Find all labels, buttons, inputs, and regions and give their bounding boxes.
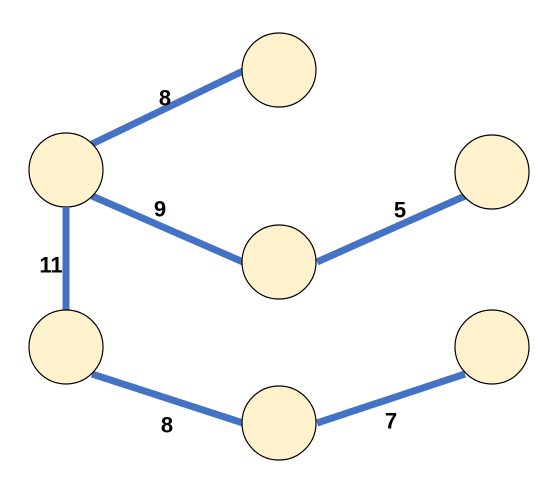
edge-n3-n4 <box>315 192 467 266</box>
edge-weight-label: 8 <box>161 413 173 438</box>
graph-node-n6 <box>241 385 317 461</box>
edge-n2-n3 <box>90 192 245 266</box>
edge-n5-n6 <box>90 370 245 427</box>
edge-weight-label: 7 <box>385 409 397 434</box>
edge-n1-n2 <box>90 67 245 148</box>
labels-layer: 8 9 5 11 8 7 <box>39 86 406 438</box>
graph-node-n7 <box>454 309 530 385</box>
graph-node-n3 <box>241 224 317 300</box>
edge-weight-label: 9 <box>154 197 166 222</box>
edge-n6-n7 <box>315 370 467 427</box>
graph-node-n1 <box>241 32 317 108</box>
edge-weight-label: 8 <box>159 86 171 111</box>
edges-layer <box>62 67 467 427</box>
edge-weight-label: 5 <box>394 198 406 223</box>
nodes-layer <box>28 32 530 461</box>
graph-node-n5 <box>28 309 104 385</box>
edge-weight-label: 11 <box>39 253 62 278</box>
graph-node-n4 <box>454 134 530 210</box>
graph-node-n2 <box>28 132 104 208</box>
